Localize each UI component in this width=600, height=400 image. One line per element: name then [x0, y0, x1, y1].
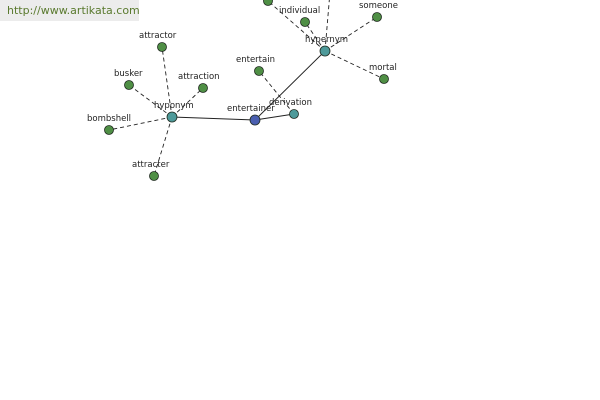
site-url-link[interactable]: http://www.artikata.com	[0, 0, 140, 21]
label-word-attractor: attractor	[139, 31, 177, 41]
edge-hypernym-offscreen-2	[324, 0, 330, 52]
label-word-individual: individual	[279, 6, 320, 16]
label-center: entertainer	[227, 104, 275, 114]
node-word-entertain[interactable]	[254, 66, 264, 76]
node-center[interactable]	[249, 114, 261, 126]
node-word-bombshell[interactable]	[104, 125, 114, 135]
node-relation-hypernym[interactable]	[319, 45, 331, 57]
edge-center-hypernym	[254, 50, 326, 121]
graph-nodes	[104, 0, 389, 181]
label-word-entertain: entertain	[236, 55, 275, 65]
edge-hyponym-attracter	[153, 116, 173, 177]
node-word-attractor[interactable]	[157, 42, 167, 52]
node-word-individual[interactable]	[300, 17, 310, 27]
edge-hyponym-attractor	[161, 46, 173, 118]
edge-hypernym-individual	[304, 21, 326, 52]
edge-hyponym-busker	[128, 84, 173, 118]
edge-derivation-entertain	[258, 70, 295, 115]
graph-edges	[108, 0, 385, 177]
label-relation-hyponym: hyponym	[154, 101, 194, 111]
node-word-busker[interactable]	[124, 80, 134, 90]
label-word-someone: someone	[359, 1, 398, 11]
graph-labels: entertainer hyponym derivation hypernym attr…	[87, 1, 398, 170]
edge-center-hyponym	[171, 116, 256, 121]
node-word-attraction[interactable]	[198, 83, 208, 93]
label-word-attraction: attraction	[178, 72, 220, 82]
edge-center-derivation	[254, 113, 295, 121]
edge-hyponym-bombshell	[108, 116, 173, 131]
edge-hyponym-attraction	[171, 87, 204, 118]
label-relation-hypernym: hypernym	[305, 35, 348, 45]
node-word-mortal[interactable]	[379, 74, 389, 84]
node-word-offscreen-1[interactable]	[263, 0, 273, 6]
label-word-bombshell: bombshell	[87, 114, 131, 124]
node-relation-derivation[interactable]	[289, 109, 299, 119]
label-word-mortal: mortal	[369, 63, 397, 73]
edge-hypernym-mortal	[324, 50, 385, 80]
node-relation-hyponym[interactable]	[166, 111, 178, 123]
label-word-busker: busker	[114, 69, 143, 79]
edge-hypernym-someone	[324, 16, 378, 52]
node-word-someone[interactable]	[372, 12, 382, 22]
edge-hypernym-offscreen-1	[267, 0, 326, 52]
label-relation-derivation: derivation	[269, 98, 312, 108]
label-word-attracter: attracter	[132, 160, 170, 170]
node-word-attracter[interactable]	[149, 171, 159, 181]
